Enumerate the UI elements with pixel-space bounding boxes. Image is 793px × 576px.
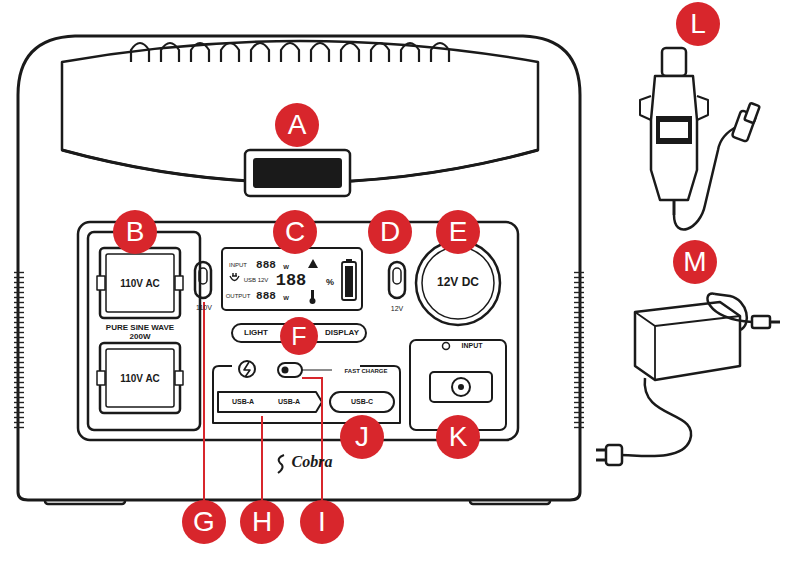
panel-label: FAST CHARGE [344,368,387,375]
callout-letter: M [683,248,706,276]
panel-label: % [326,278,334,288]
panel-label: USB-A [278,398,300,406]
panel-label: W [283,295,289,302]
panel-label: PURE SINE WAVE 200W [100,324,180,342]
callout-circle: J [340,415,384,459]
callout-circle: C [273,210,317,254]
panel-label: LIGHT [244,329,268,338]
panel-label: DISPLAY [325,329,359,338]
callout-letter: K [449,423,468,451]
panel-label: USB-C [351,398,373,406]
callout-letter: G [193,508,215,536]
callout-circle: I [300,500,344,544]
callout-letter: B [126,218,145,246]
panel-label: 888 [256,259,276,271]
callout-circle: E [436,210,480,254]
callout-letter: F [291,324,306,349]
callout-letter: J [355,423,369,451]
panel-label: 110V AC [120,373,160,384]
panel-label: 12V DC [437,276,479,289]
panel-label: Cobra [292,453,333,471]
callout-circle: H [240,500,284,544]
callout-letter: A [288,111,307,139]
panel-label: 110V [196,304,212,312]
callout-circle: F [280,317,318,355]
callout-circle: B [113,210,157,254]
panel-label: USB 12V [244,277,269,284]
callout-circle: D [368,210,412,254]
callout-letter: L [690,10,706,38]
callout-circle: K [436,415,480,459]
panel-label: 188 [276,272,307,291]
callout-letter: E [449,218,468,246]
panel-label: INPUT [462,342,483,350]
callout-letter: C [285,218,305,246]
callout-letter: I [318,508,326,536]
panel-label: 110V AC [120,278,160,289]
panel-label: OUTPUT [226,293,251,300]
panel-label: 888 [256,290,276,302]
callout-letter: H [252,508,272,536]
callout-circle: G [182,500,226,544]
panel-label: W [283,264,289,271]
callout-circle: A [275,103,319,147]
callout-circle: M [673,240,717,284]
panel-label: INPUT [229,262,247,269]
panel-label: 12V [391,305,403,313]
callout-circle: L [676,2,720,46]
panel-label: USB-A [232,398,254,406]
callout-letter: D [380,218,400,246]
